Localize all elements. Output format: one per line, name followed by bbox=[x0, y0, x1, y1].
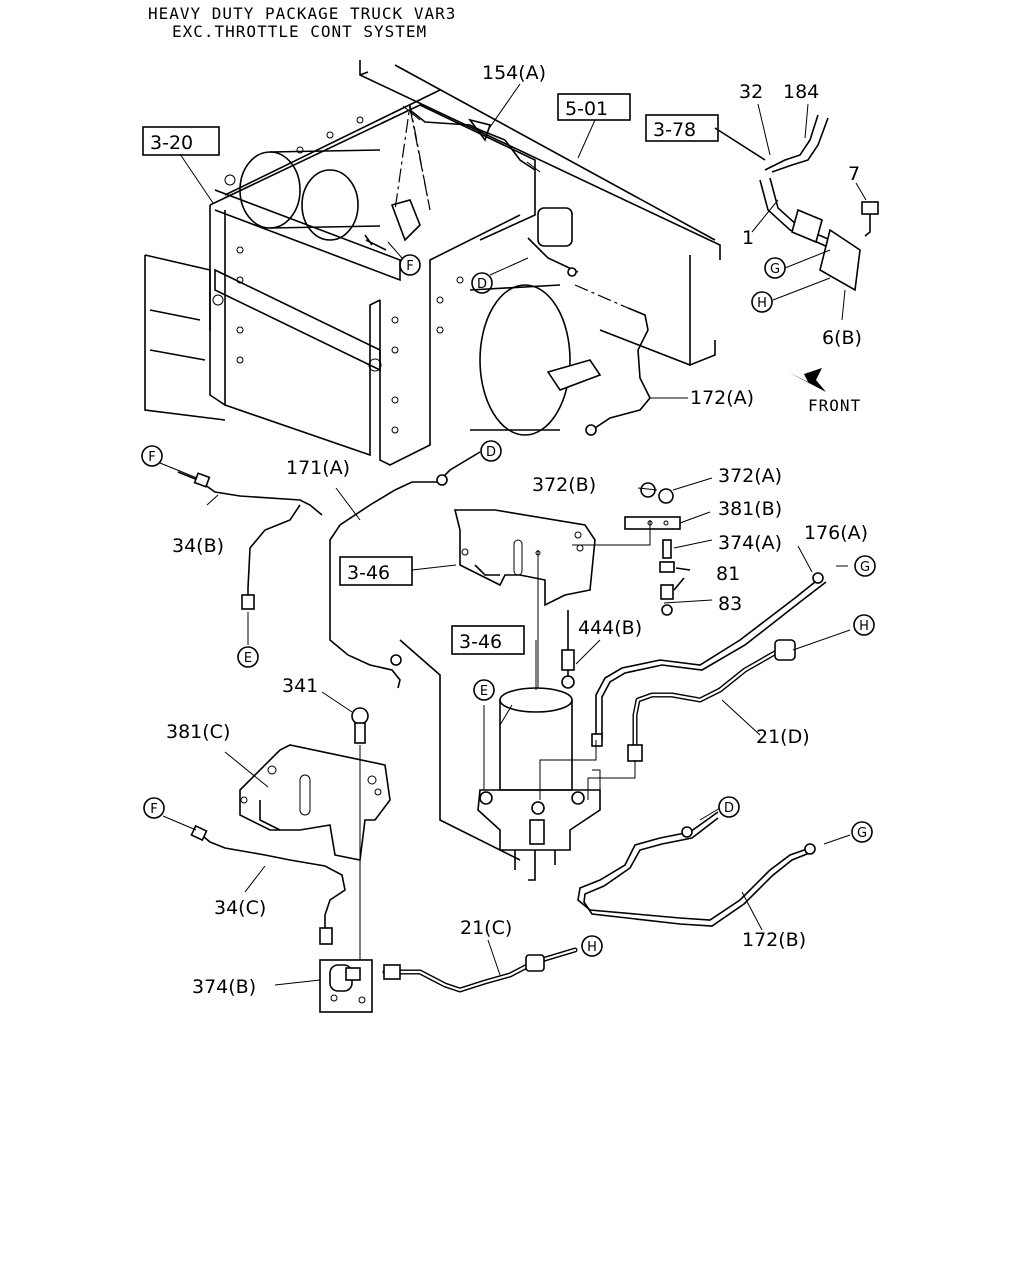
callout-d-lower[interactable]: D bbox=[718, 796, 740, 818]
svg-text:H: H bbox=[587, 940, 597, 955]
ref-3-20[interactable]: 3-20 bbox=[150, 132, 193, 154]
part-label-374b: 374(B) bbox=[192, 976, 256, 998]
diagram-title-line-2: EXC.THROTTLE CONT SYSTEM bbox=[172, 22, 428, 41]
part-label-34b: 34(B) bbox=[172, 535, 224, 557]
ref-box-3-20-frame bbox=[142, 126, 220, 156]
bracket-381c bbox=[224, 744, 391, 861]
part-label-372a: 372(A) bbox=[718, 465, 782, 487]
part-label-6b: 6(B) bbox=[822, 327, 862, 349]
pipe-171a bbox=[329, 451, 481, 689]
svg-text:H: H bbox=[757, 296, 767, 311]
part-label-34c: 34(C) bbox=[214, 897, 266, 919]
part-label-1: 1 bbox=[742, 227, 754, 249]
part-label-154a: 154(A) bbox=[482, 62, 546, 84]
valve-374b bbox=[274, 959, 373, 1013]
ref-box-5-01-frame bbox=[557, 93, 631, 121]
part-label-176a: 176(A) bbox=[804, 522, 868, 544]
callout-h-lower[interactable]: H bbox=[581, 935, 603, 957]
pipe-172b bbox=[577, 811, 811, 921]
part-label-172a: 172(A) bbox=[690, 387, 754, 409]
callout-f-upper[interactable]: F bbox=[399, 254, 421, 276]
front-arrow-icon bbox=[788, 368, 826, 392]
ref-3-46-upper[interactable]: 3-46 bbox=[347, 562, 390, 584]
svg-text:G: G bbox=[857, 826, 867, 841]
part-label-81: 81 bbox=[716, 563, 740, 585]
bracket-3-46-upper bbox=[411, 509, 596, 607]
part-label-381b: 381(B) bbox=[718, 498, 782, 520]
part-label-171a: 171(A) bbox=[286, 457, 350, 479]
part-label-7: 7 bbox=[848, 163, 860, 185]
part-label-374a: 374(A) bbox=[718, 532, 782, 554]
pipe-154a bbox=[409, 109, 536, 171]
part-label-444b: 444(B) bbox=[578, 617, 642, 639]
svg-text:F: F bbox=[406, 259, 413, 274]
callout-f-lower[interactable]: F bbox=[143, 797, 165, 819]
part-label-21c: 21(C) bbox=[460, 917, 512, 939]
callout-e-dryer[interactable]: E bbox=[473, 679, 495, 701]
svg-text:D: D bbox=[477, 277, 487, 292]
pipe-154a-loop bbox=[468, 118, 492, 142]
callout-h-mid[interactable]: H bbox=[853, 614, 875, 636]
ref-3-78[interactable]: 3-78 bbox=[653, 119, 696, 141]
pipe-172a bbox=[594, 307, 651, 429]
ref-box-3-78-frame bbox=[645, 114, 719, 142]
pipe-176a bbox=[595, 577, 821, 740]
air-dryer-assembly bbox=[477, 640, 601, 881]
callout-d-mid[interactable]: D bbox=[480, 440, 502, 462]
ref-5-01[interactable]: 5-01 bbox=[565, 98, 608, 120]
svg-text:E: E bbox=[244, 651, 252, 666]
callout-h-upper[interactable]: H bbox=[751, 291, 773, 313]
ref-box-3-46-lower-frame bbox=[451, 625, 525, 655]
svg-text:F: F bbox=[150, 802, 157, 817]
svg-text:E: E bbox=[480, 684, 488, 699]
part-label-372b: 372(B) bbox=[532, 474, 596, 496]
part-label-381c: 381(C) bbox=[166, 721, 230, 743]
ref-box-3-46-upper-frame bbox=[339, 556, 413, 586]
callout-e-mid[interactable]: E bbox=[237, 646, 259, 668]
part-label-32: 32 bbox=[739, 81, 763, 103]
hose-bracket-detail bbox=[714, 103, 879, 321]
nut-372a bbox=[658, 488, 674, 504]
callout-d-upper[interactable]: D bbox=[471, 272, 493, 294]
svg-text:D: D bbox=[724, 801, 734, 816]
svg-text:G: G bbox=[860, 560, 870, 575]
pipe-34c bbox=[197, 831, 346, 940]
diagram-title-line-1: HEAVY DUTY PACKAGE TRUCK VAR3 bbox=[148, 4, 457, 23]
ref-3-46-lower[interactable]: 3-46 bbox=[459, 631, 502, 653]
part-label-83: 83 bbox=[718, 593, 742, 615]
svg-text:F: F bbox=[148, 450, 155, 465]
svg-text:H: H bbox=[859, 619, 869, 634]
callout-f-mid[interactable]: F bbox=[141, 445, 163, 467]
svg-text:D: D bbox=[486, 445, 496, 460]
part-label-184: 184 bbox=[783, 81, 819, 103]
part-label-341: 341 bbox=[282, 675, 318, 697]
part-label-21d: 21(D) bbox=[756, 726, 810, 748]
svg-text:G: G bbox=[770, 262, 780, 277]
part-label-172b: 172(B) bbox=[742, 929, 806, 951]
callout-g-mid[interactable]: G bbox=[854, 555, 876, 577]
front-label: FRONT bbox=[808, 396, 861, 415]
callout-g-lower[interactable]: G bbox=[851, 821, 873, 843]
callout-g-upper[interactable]: G bbox=[764, 257, 786, 279]
chassis-frame-drawing bbox=[144, 60, 721, 466]
pipe-21d bbox=[633, 648, 782, 747]
